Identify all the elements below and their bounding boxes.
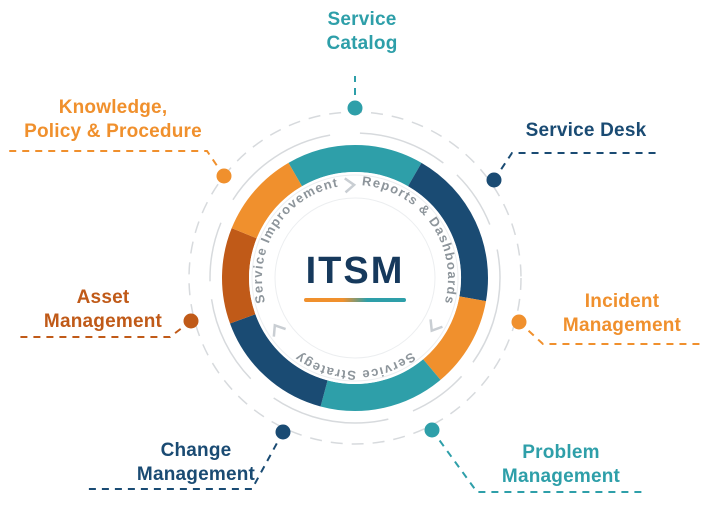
label-knowledge-policy: Knowledge, Policy & Procedure	[0, 96, 226, 145]
label-problem-management: Problem Management	[477, 441, 645, 490]
itsm-title: ITSM	[305, 250, 405, 292]
label-line: Asset	[76, 287, 130, 308]
label-line: Management	[562, 315, 682, 337]
label-line: Management	[501, 466, 621, 488]
label-service-desk: Service Desk	[506, 119, 666, 143]
itsm-underline	[304, 298, 406, 302]
label-line: Problem	[522, 442, 600, 463]
label-line: Management	[43, 311, 163, 333]
label-line: Management	[136, 464, 256, 486]
label-change-management: Change Management	[112, 439, 280, 488]
center-label: ITSM	[255, 250, 455, 302]
label-asset-management: Asset Management	[17, 286, 189, 335]
label-line: Change	[160, 440, 232, 461]
label-incident-management: Incident Management	[538, 290, 706, 339]
label-line: Service Desk	[525, 120, 647, 141]
label-service-catalog: Service Catalog	[289, 8, 435, 57]
ring-segments	[222, 145, 488, 411]
inner-band	[249, 172, 461, 384]
label-line: Knowledge,	[58, 97, 168, 118]
label-line: Service	[327, 9, 397, 30]
leader-lines	[8, 76, 702, 493]
label-line: Policy & Procedure	[24, 121, 202, 143]
label-line: Catalog	[326, 33, 398, 55]
label-line: Incident	[584, 291, 660, 312]
